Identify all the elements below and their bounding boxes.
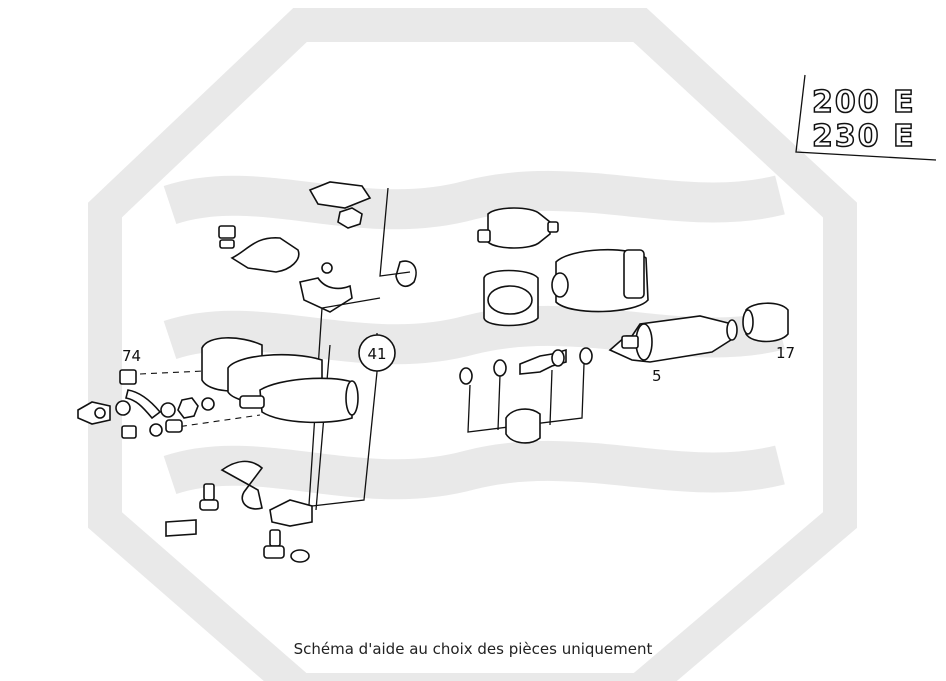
lower-clamp-assembly [165,460,313,563]
fuel-pump-assembly [201,337,359,424]
model-badge-group: 200 E 230 E [795,74,937,161]
fuel-filter-assembly [477,207,649,327]
sleeve [742,302,789,343]
upper-clamp-assembly [218,181,417,313]
callout-17: 17 [776,344,795,362]
callout-74: 74 [122,347,141,365]
callout-41: 41 [367,345,386,363]
fuel-pump-right [608,315,738,363]
fittings-left [77,369,215,439]
model-badge-200e: 200 E [812,85,916,120]
model-badge-230e: 230 E [812,119,916,154]
diagram-caption: Schéma d'aide au choix des pièces unique… [293,640,653,658]
callout-5: 5 [652,367,662,385]
callout-circle-41 [358,334,396,372]
leader-lines [139,187,585,521]
seals-fitting [459,347,593,444]
